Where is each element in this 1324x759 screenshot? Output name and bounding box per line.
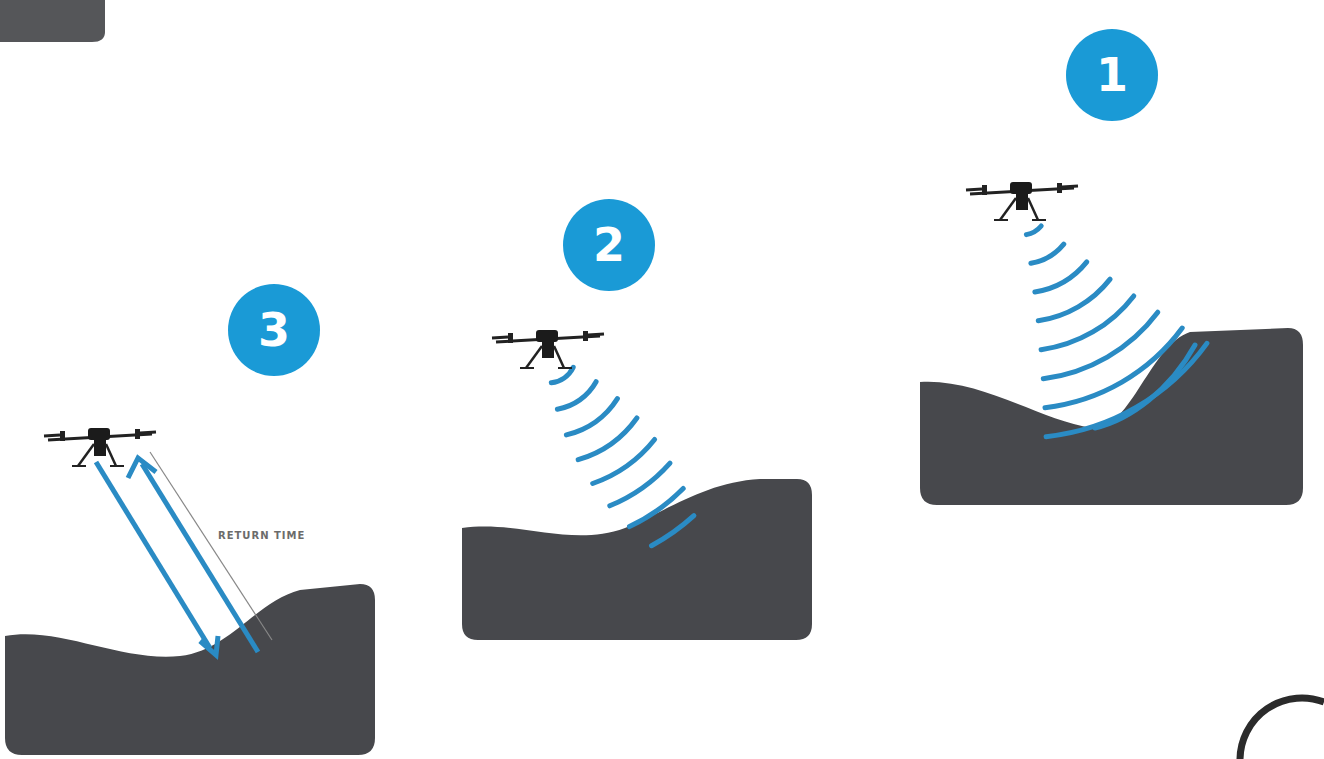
signal-wave	[1041, 296, 1134, 350]
signal-wave	[630, 489, 684, 527]
callout-circle: 3	[228, 284, 320, 376]
callout-number: 2	[593, 222, 625, 268]
corner-shape	[0, 0, 105, 42]
signal-wave	[1038, 279, 1110, 321]
return-arrow	[142, 464, 258, 652]
callout-number: 3	[258, 307, 290, 353]
arrow-head	[128, 458, 156, 478]
signal-wave	[1045, 328, 1182, 408]
signal-wave	[1046, 343, 1207, 436]
ground	[5, 584, 375, 755]
signal-wave	[1026, 226, 1041, 235]
drone	[966, 182, 1078, 220]
callout-number: 1	[1096, 52, 1128, 98]
arrow-head	[200, 636, 218, 655]
callout-circle: 1	[1066, 29, 1158, 121]
drone	[492, 330, 604, 368]
signal-wave	[1035, 262, 1087, 292]
signal-wave	[578, 418, 637, 460]
corner-arc	[1240, 698, 1324, 759]
signal-wave	[1031, 244, 1064, 263]
pulse-arrow	[96, 462, 210, 648]
signal-wave	[1095, 345, 1195, 428]
callout-circle: 2	[563, 199, 655, 291]
measure-label: RETURN TIME	[216, 530, 307, 541]
signal-wave	[593, 440, 655, 484]
signal-wave	[551, 367, 573, 383]
signal-wave	[557, 382, 596, 410]
signal-wave	[566, 399, 617, 435]
signal-wave	[610, 463, 670, 506]
leader-line	[150, 452, 272, 640]
ground	[462, 479, 812, 640]
signal-wave	[652, 516, 694, 546]
